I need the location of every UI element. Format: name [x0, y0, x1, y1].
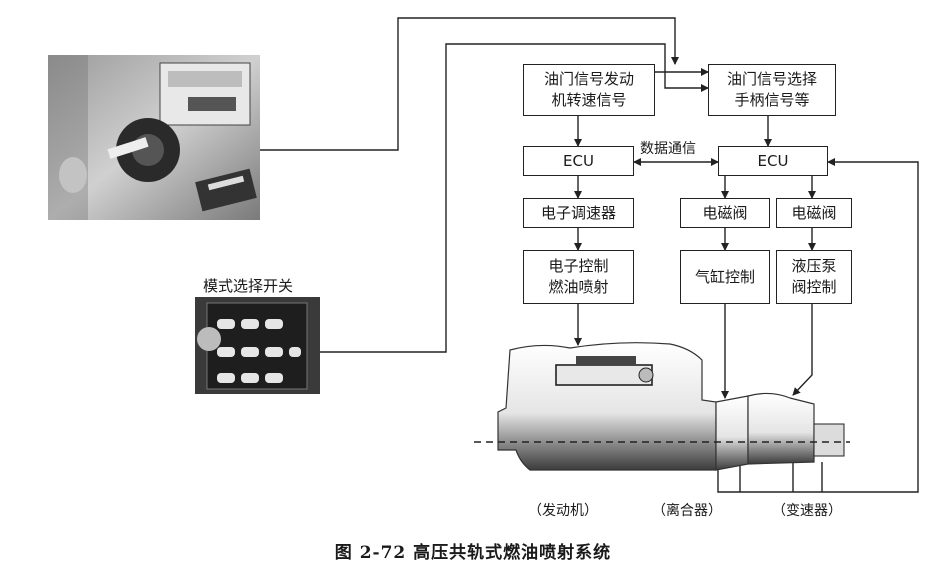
- throttle-engine-speed-signal-box: 油门信号发动 机转速信号: [523, 64, 655, 116]
- engine-label: （发动机）: [528, 503, 598, 519]
- ecu-right-box: ECU: [718, 146, 828, 176]
- electronic-injection-box: 电子控制 燃油喷射: [523, 250, 634, 304]
- throttle-handle-signal-box: 油门信号选择 手柄信号等: [708, 64, 836, 116]
- powertrain-illustration: [474, 342, 850, 471]
- ecu-left-box: ECU: [523, 146, 634, 176]
- data-communication-label: 数据通信: [640, 141, 696, 157]
- mode-switch-label: 模式选择开关: [203, 277, 294, 295]
- cylinder-control-box: 气缸控制: [680, 250, 770, 304]
- solenoid-valve-box-1: 电磁阀: [680, 198, 770, 228]
- clutch-label: （离合器）: [652, 503, 722, 519]
- mode-switch-photo: [195, 297, 320, 394]
- throttle-lever-photo: [48, 55, 260, 220]
- electronic-governor-box: 电子调速器: [523, 198, 634, 228]
- transmission-label: （变速器）: [772, 503, 842, 519]
- figure-caption: 图 2-72 高压共轨式燃油喷射系统: [334, 543, 612, 563]
- solenoid-valve-box-2: 电磁阀: [776, 198, 852, 228]
- pump-valve-control-box: 液压泵 阀控制: [776, 250, 852, 304]
